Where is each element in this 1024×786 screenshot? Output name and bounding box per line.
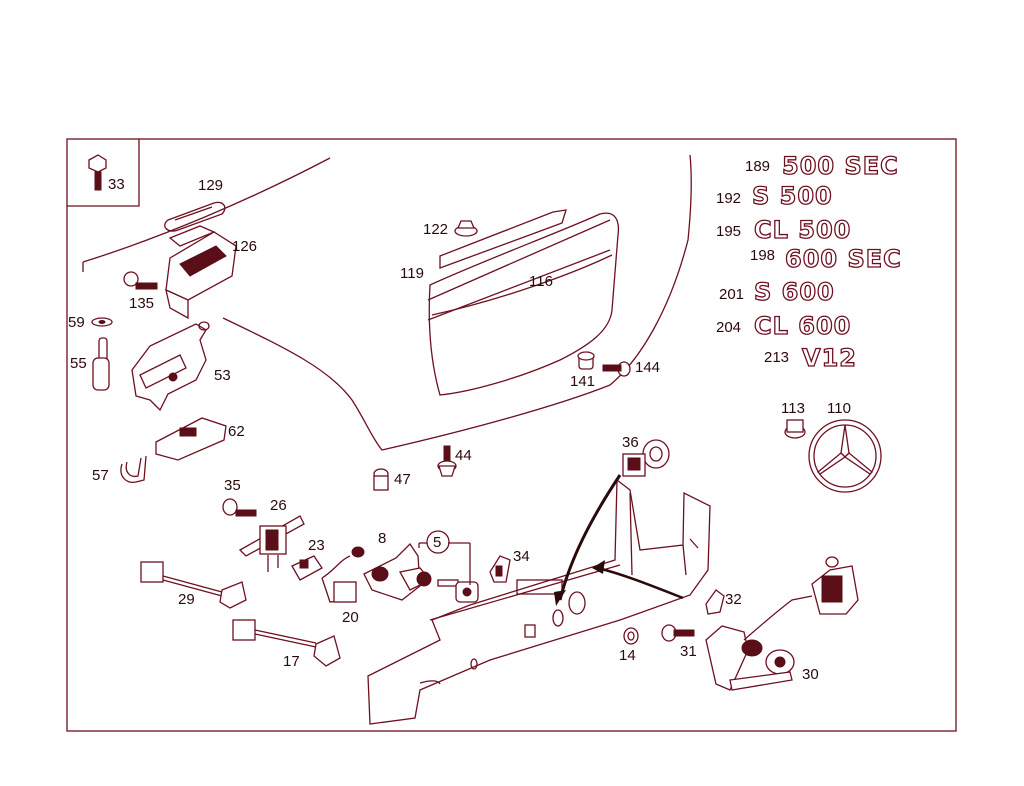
corner-legend-box (67, 139, 140, 207)
clip-32-icon (705, 589, 725, 615)
callout-5: 5 (433, 534, 441, 551)
trunk-lid-outline (82, 154, 692, 451)
bolt-44-icon (437, 445, 457, 477)
cable-29 (140, 561, 247, 609)
callout-30: 30 (802, 666, 819, 683)
diagram-frame (66, 138, 957, 732)
callout-119: 119 (400, 265, 424, 282)
striker-plate-62 (155, 417, 227, 461)
screw-144-icon (602, 361, 631, 377)
callout-55: 55 (70, 355, 87, 372)
callout-23: 23 (308, 537, 325, 554)
callout-26: 26 (270, 497, 287, 514)
emblem-number-213: 213 (764, 349, 789, 366)
emblem-number-198: 198 (750, 247, 775, 264)
callout-17: 17 (283, 653, 300, 670)
emblem-badge-500-sec: 500 SEC (782, 152, 899, 180)
ring-14-icon (623, 627, 639, 645)
lock-housing-126 (165, 225, 237, 320)
trunk-rear-panel (367, 478, 711, 725)
callout-36: 36 (622, 434, 639, 451)
callout-135: 135 (129, 295, 154, 312)
grommet-141-icon (577, 351, 595, 370)
callout-144: 144 (635, 359, 660, 376)
grommet-113-icon (784, 419, 806, 439)
callout-32: 32 (725, 591, 742, 608)
callout-113: 113 (781, 400, 805, 417)
callout-129: 129 (198, 177, 223, 194)
actuator-26 (238, 515, 305, 572)
emblem-number-204: 204 (716, 319, 741, 336)
handle-strip-119 (439, 209, 567, 269)
plug-47-icon (373, 468, 389, 491)
callout-59: 59 (68, 314, 85, 331)
callout-29: 29 (178, 591, 195, 608)
callout-110: 110 (827, 400, 851, 417)
bolt-35-icon (222, 498, 257, 517)
callout-62: 62 (228, 423, 245, 440)
direction-arrows (554, 474, 684, 606)
bolt-135-icon (123, 271, 158, 290)
emblem-number-192: 192 (716, 190, 741, 207)
pin-55-icon (92, 337, 110, 391)
emblem-number-189: 189 (745, 158, 770, 175)
callout-8: 8 (378, 530, 386, 547)
bolt-31-icon (661, 624, 695, 642)
clip-57-icon (120, 455, 147, 483)
star-emblem-110-icon (808, 419, 882, 493)
callout-35: 35 (224, 477, 241, 494)
callout-122: 122 (423, 221, 448, 238)
lock-cylinder-8 (321, 542, 432, 603)
callout-141: 141 (570, 373, 595, 390)
nut-122-icon (454, 220, 478, 237)
washer-59-icon (91, 317, 113, 327)
callout-31: 31 (680, 643, 697, 660)
callout-126: 126 (232, 238, 257, 255)
callout-47: 47 (394, 471, 411, 488)
key-5-icon (418, 530, 479, 603)
lock-bracket-53 (131, 321, 210, 412)
hex-bolt-33-icon (88, 154, 107, 191)
emblem-number-195: 195 (716, 223, 741, 240)
gasket-129 (164, 201, 226, 232)
callout-33: 33 (108, 176, 125, 193)
clip-23-icon (291, 555, 323, 581)
emblem-badge-s-500: S 500 (752, 182, 833, 210)
emblem-badge-s-600: S 600 (754, 278, 835, 306)
license-lamp-cover-116 (427, 212, 620, 396)
callout-44: 44 (455, 447, 472, 464)
grommet-36 (622, 439, 670, 477)
callout-57: 57 (92, 467, 109, 484)
callout-116: 116 (529, 273, 553, 290)
callout-20: 20 (342, 609, 359, 626)
clip-34-icon (489, 555, 511, 583)
emblem-badge-600-sec: 600 SEC (785, 245, 902, 273)
emblem-badge-v12: V12 (802, 344, 857, 372)
callout-53: 53 (214, 367, 231, 384)
callout-labels: 129 126 135 59 55 53 62 57 122 119 116 1… (68, 177, 851, 683)
trunk-latch-30 (705, 556, 859, 691)
callout-34: 34 (513, 548, 530, 565)
emblem-number-201: 201 (719, 286, 744, 303)
cable-17 (232, 619, 341, 667)
emblem-badge-cl-600: CL 600 (754, 312, 851, 340)
emblem-badge-cl-500: CL 500 (754, 216, 851, 244)
callout-14: 14 (619, 647, 636, 664)
emblem-badges: 189 500 SEC 192 S 500 195 CL 500 198 600… (716, 151, 902, 372)
